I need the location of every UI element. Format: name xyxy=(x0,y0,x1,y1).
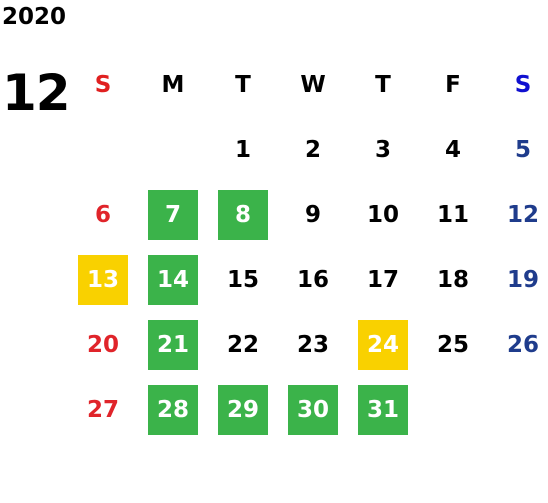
day-cell[interactable]: 14 xyxy=(138,247,208,312)
weekday-header: T xyxy=(235,71,251,98)
day-cell[interactable]: 23 xyxy=(278,312,348,377)
day-cell[interactable]: 9 xyxy=(278,182,348,247)
highlighted-day-green: 28 xyxy=(148,384,198,435)
day-cell[interactable]: 26 xyxy=(488,312,548,377)
day-number: 11 xyxy=(436,201,469,228)
day-number: 9 xyxy=(304,201,321,228)
day-number: 5 xyxy=(514,136,531,163)
day-cell[interactable]: 28 xyxy=(138,377,208,442)
day-cell[interactable]: 8 xyxy=(208,182,278,247)
day-cell[interactable]: 31 xyxy=(348,377,418,442)
highlighted-day-yellow: 13 xyxy=(78,254,128,305)
day-cell[interactable]: 5 xyxy=(488,117,548,182)
day-number: 12 xyxy=(506,201,539,228)
weekday-header: S xyxy=(514,71,532,98)
weekday-header: W xyxy=(300,71,326,98)
weekday-header: S xyxy=(94,71,112,98)
empty-day-cell xyxy=(68,117,138,182)
day-cell[interactable]: 20 xyxy=(68,312,138,377)
day-number: 15 xyxy=(226,266,259,293)
day-cell[interactable]: 25 xyxy=(418,312,488,377)
day-number: 2 xyxy=(304,136,321,163)
day-number: 18 xyxy=(436,266,469,293)
day-cell[interactable]: 30 xyxy=(278,377,348,442)
day-number: 16 xyxy=(296,266,329,293)
day-number: 23 xyxy=(296,331,329,358)
day-number: 10 xyxy=(366,201,399,228)
day-cell[interactable]: 15 xyxy=(208,247,278,312)
weekday-header: F xyxy=(445,71,461,98)
day-cell[interactable]: 3 xyxy=(348,117,418,182)
day-cell[interactable]: 22 xyxy=(208,312,278,377)
empty-day-cell xyxy=(138,117,208,182)
day-number: 22 xyxy=(226,331,259,358)
day-number: 26 xyxy=(506,331,539,358)
day-cell[interactable]: 10 xyxy=(348,182,418,247)
day-cell[interactable]: 2 xyxy=(278,117,348,182)
day-cell[interactable]: 4 xyxy=(418,117,488,182)
day-cell[interactable]: 29 xyxy=(208,377,278,442)
day-cell[interactable]: 1 xyxy=(208,117,278,182)
day-cell[interactable]: 24 xyxy=(348,312,418,377)
day-number: 1 xyxy=(234,136,251,163)
day-cell[interactable]: 16 xyxy=(278,247,348,312)
calendar-year: 2020 xyxy=(2,4,67,30)
highlighted-day-yellow: 24 xyxy=(358,319,408,370)
weekday-header: M xyxy=(161,71,185,98)
day-number: 19 xyxy=(506,266,539,293)
day-number: 27 xyxy=(86,396,119,423)
day-cell[interactable]: 7 xyxy=(138,182,208,247)
day-cell[interactable]: 13 xyxy=(68,247,138,312)
day-cell[interactable]: 11 xyxy=(418,182,488,247)
highlighted-day-green: 29 xyxy=(218,384,268,435)
day-cell[interactable]: 19 xyxy=(488,247,548,312)
day-number: 4 xyxy=(444,136,461,163)
day-number: 17 xyxy=(366,266,399,293)
day-cell[interactable]: 17 xyxy=(348,247,418,312)
day-cell[interactable]: 27 xyxy=(68,377,138,442)
highlighted-day-green: 7 xyxy=(148,189,198,240)
highlighted-day-green: 30 xyxy=(288,384,338,435)
day-number: 6 xyxy=(94,201,111,228)
day-number: 20 xyxy=(86,331,119,358)
highlighted-day-green: 31 xyxy=(358,384,408,435)
weekday-header: T xyxy=(375,71,391,98)
highlighted-day-green: 14 xyxy=(148,254,198,305)
highlighted-day-green: 21 xyxy=(148,319,198,370)
day-cell[interactable]: 12 xyxy=(488,182,548,247)
day-number: 25 xyxy=(436,331,469,358)
day-cell[interactable]: 18 xyxy=(418,247,488,312)
day-cell[interactable]: 6 xyxy=(68,182,138,247)
highlighted-day-green: 8 xyxy=(218,189,268,240)
day-number: 3 xyxy=(374,136,391,163)
calendar-month: 12 xyxy=(2,64,71,122)
day-cell[interactable]: 21 xyxy=(138,312,208,377)
